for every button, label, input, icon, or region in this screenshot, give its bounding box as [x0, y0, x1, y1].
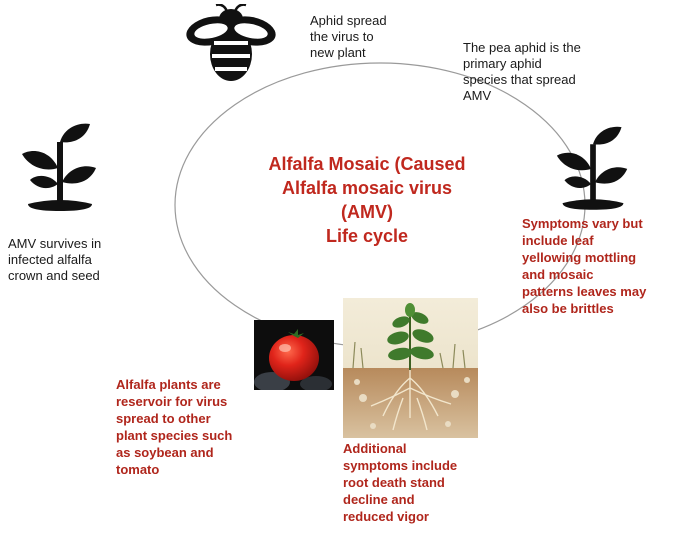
plant-roots-image: [343, 298, 478, 438]
title-line: Alfalfa Mosaic (Caused: [268, 154, 466, 174]
note-survives: AMV survives in infected alfalfa crown a…: [8, 236, 102, 283]
plant-right-icon: [556, 126, 628, 210]
note-aphid-spread: Aphid spread the virus to new plant: [310, 13, 387, 60]
note-additional-symptoms: Additional symptoms include root death s…: [343, 441, 458, 524]
life-cycle-title: Alfalfa Mosaic (Caused Alfalfa mosaic vi…: [236, 152, 498, 248]
note-reservoir: Alfalfa plants are reservoir for virus s…: [116, 377, 233, 477]
plant-left-icon: [22, 123, 96, 211]
note-symptoms: Symptoms vary but include leaf yellowing…: [522, 216, 647, 316]
title-line: Alfalfa mosaic virus: [281, 178, 453, 198]
tomato-image: [254, 320, 334, 390]
title-line: Life cycle: [325, 226, 409, 246]
bee-icon: [186, 4, 276, 81]
title-line: (AMV): [341, 202, 393, 222]
note-pea-aphid: The pea aphid is the primary aphid speci…: [463, 40, 581, 103]
